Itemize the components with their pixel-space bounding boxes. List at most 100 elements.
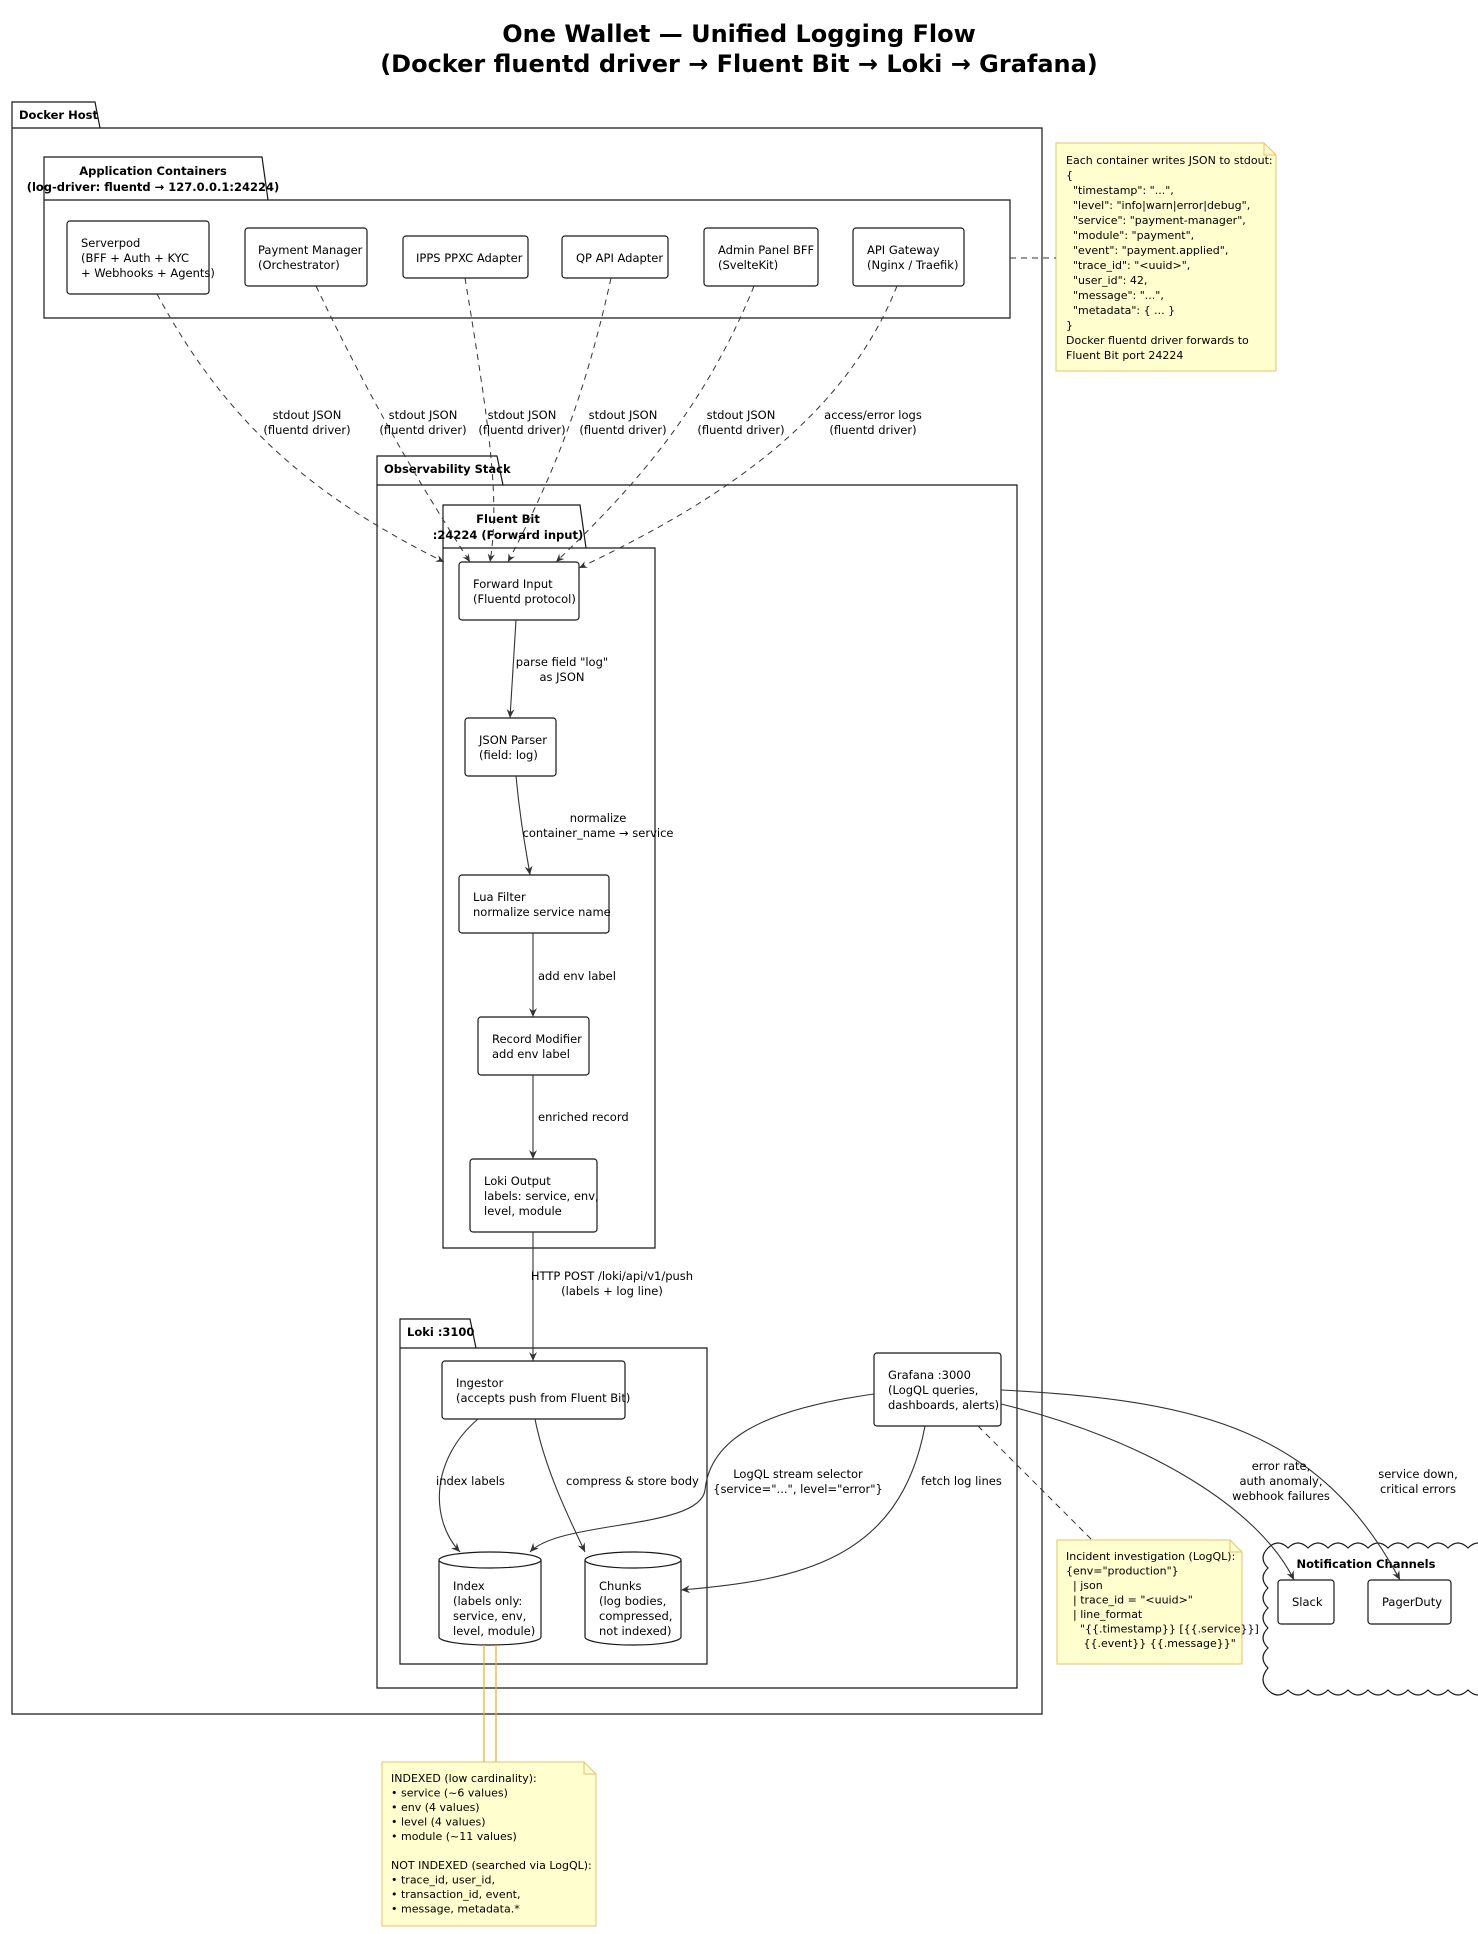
edge-label-ipps-2: (fluentd driver): [478, 423, 565, 437]
edge-label-qp-2: (fluentd driver): [579, 423, 666, 437]
edge-grafana-to-chunks: [680, 1425, 926, 1594]
note-json-line: "metadata": { ... }: [1066, 304, 1175, 317]
edge-ipps-to-forward: [464, 277, 495, 563]
note-incident-line: "{{.timestamp}} [{{.service}}]: [1066, 1623, 1259, 1636]
node-slack: Slack: [1277, 1579, 1335, 1625]
svg-text:level, module): level, module): [453, 1624, 535, 1638]
package-observability-label: Observability Stack: [384, 462, 511, 476]
edge-qp-to-forward: [507, 277, 612, 563]
edge-label-http-1: HTTP POST /loki/api/v1/push: [531, 1269, 693, 1283]
node-json-parser: JSON Parser (field: log): [464, 717, 557, 777]
note-indexed-line: INDEXED (low cardinality):: [391, 1772, 537, 1785]
edge-label-http-2: (labels + log line): [561, 1284, 663, 1298]
edge-label-error-rate-2: auth anomaly,: [1239, 1474, 1322, 1488]
note-json-line: "service": "payment-manager",: [1066, 214, 1246, 227]
node-admin-bff: Admin Panel BFF (SvelteKit): [703, 227, 819, 287]
svg-text:PagerDuty: PagerDuty: [1382, 1595, 1442, 1609]
svg-text:not indexed): not indexed): [599, 1624, 671, 1638]
node-ingestor: Ingestor (accepts push from Fluent Bit): [441, 1360, 630, 1420]
package-loki-label: Loki :3100: [407, 1325, 474, 1339]
diagram-title-line1: One Wallet — Unified Logging Flow: [502, 20, 976, 48]
node-forward-input: Forward Input (Fluentd protocol): [458, 561, 580, 621]
note-json-line: {: [1066, 169, 1073, 182]
note-incident-connector: [977, 1425, 1093, 1541]
note-indexed-line: • trace_id, user_id,: [391, 1874, 495, 1887]
svg-text:Lua Filter: Lua Filter: [473, 890, 526, 904]
svg-text:labels: service, env,: labels: service, env,: [484, 1189, 599, 1203]
node-chunks-db: Chunks (log bodies, compressed, not inde…: [584, 1551, 682, 1646]
note-incident-line: | json: [1066, 1579, 1103, 1592]
edge-label-logql-1: LogQL stream selector: [733, 1467, 863, 1481]
edge-label-normalize-2: container_name → service: [523, 826, 674, 840]
package-app-containers-sublabel: (log-driver: fluentd → 127.0.0.1:24224): [27, 180, 280, 194]
diagram-title-line2: (Docker fluentd driver → Fluent Bit → Lo…: [380, 50, 1098, 78]
svg-text:Loki Output: Loki Output: [484, 1174, 551, 1188]
node-ipps-adapter: IPPS PPXC Adapter: [402, 235, 529, 279]
svg-text:QP API Adapter: QP API Adapter: [576, 251, 663, 265]
edge-forward-to-parser: [506, 619, 517, 719]
node-serverpod: Serverpod (BFF + Auth + KYC + Webhooks +…: [66, 220, 215, 295]
node-api-gateway: API Gateway (Nginx / Traefik): [852, 227, 965, 287]
note-json-line: Fluent Bit port 24224: [1066, 349, 1183, 362]
node-index-db: Index (labels only: service, env, level,…: [438, 1551, 542, 1646]
note-incident-investigation: Incident investigation (LogQL):{env="pro…: [1056, 1539, 1259, 1665]
note-indexed-line: • module (~11 values): [391, 1830, 517, 1843]
svg-text:level, module: level, module: [484, 1204, 562, 1218]
note-json-line: "level": "info|warn|error|debug",: [1066, 199, 1250, 212]
edge-label-admin-1: stdout JSON: [707, 408, 776, 422]
note-json-line: "event": "payment.applied",: [1066, 244, 1228, 257]
edge-label-enriched: enriched record: [538, 1110, 629, 1124]
svg-text:Slack: Slack: [1292, 1595, 1323, 1609]
svg-text:JSON Parser: JSON Parser: [478, 733, 547, 747]
note-json-line: "message": "...",: [1066, 289, 1164, 302]
package-notification-label: Notification Channels: [1297, 1557, 1436, 1571]
edge-ingestor-to-chunks: [534, 1418, 586, 1553]
node-grafana: Grafana :3000 (LogQL queries, dashboards…: [873, 1352, 1002, 1427]
node-pagerduty: PagerDuty: [1367, 1579, 1452, 1625]
svg-text:dashboards, alerts): dashboards, alerts): [888, 1398, 999, 1412]
note-json-line: "trace_id": "<uuid>",: [1066, 259, 1190, 272]
svg-text:Payment Manager: Payment Manager: [258, 243, 363, 257]
note-indexed-line: • service (~6 values): [391, 1787, 508, 1800]
note-json-format: Each container writes JSON to stdout:{ "…: [1055, 142, 1277, 372]
edge-labels: stdout JSON (fluentd driver) stdout JSON…: [263, 408, 1457, 1503]
svg-text:Grafana :3000: Grafana :3000: [888, 1368, 971, 1382]
edge-label-index-labels: index labels: [436, 1474, 505, 1488]
edge-payment-to-forward: [315, 285, 471, 563]
node-payment-manager: Payment Manager (Orchestrator): [244, 227, 368, 287]
edge-gateway-to-forward: [578, 285, 898, 569]
note-indexed-fields: INDEXED (low cardinality): • service (~6 …: [381, 1645, 597, 1927]
note-indexed-line: • env (4 values): [391, 1801, 480, 1814]
note-json-line: "timestamp": "...",: [1066, 184, 1174, 197]
edge-label-add-env: add env label: [538, 969, 616, 983]
svg-text:(LogQL queries,: (LogQL queries,: [888, 1383, 978, 1397]
note-json-line: Docker fluentd driver forwards to: [1066, 334, 1249, 347]
edge-label-logql-2: {service="...", level="error"}: [713, 1482, 883, 1496]
edge-serverpod-to-forward: [156, 293, 445, 563]
svg-text:API Gateway: API Gateway: [867, 243, 940, 257]
svg-text:(Orchestrator): (Orchestrator): [258, 258, 340, 272]
edge-label-qp-1: stdout JSON: [589, 408, 658, 422]
note-incident-line: {env="production"}: [1066, 1565, 1179, 1578]
edge-grafana-to-slack: [1000, 1403, 1295, 1581]
edge-label-error-rate-3: webhook failures: [1232, 1489, 1330, 1503]
edge-label-parse-2: as JSON: [539, 670, 584, 684]
edge-admin-to-forward: [555, 285, 755, 563]
svg-text:compressed,: compressed,: [599, 1609, 672, 1623]
node-lua-filter: Lua Filter normalize service name: [458, 874, 611, 934]
edge-label-compress: compress & store body: [566, 1474, 699, 1488]
note-incident-line: {{.event}} {{.message}}": [1066, 1637, 1236, 1650]
svg-text:+ Webhooks + Agents): + Webhooks + Agents): [81, 266, 215, 280]
note-json-line: "user_id": 42,: [1066, 274, 1147, 287]
edge-parser-to-lua: [515, 775, 533, 876]
note-indexed-line: • message, metadata.*: [391, 1903, 520, 1916]
edge-label-service-down-1: service down,: [1378, 1467, 1458, 1481]
note-indexed-line: NOT INDEXED (searched via LogQL):: [391, 1859, 592, 1872]
svg-text:(Nginx / Traefik): (Nginx / Traefik): [867, 258, 958, 272]
edge-label-error-rate-1: error rate,: [1252, 1459, 1311, 1473]
svg-text:Serverpod: Serverpod: [81, 236, 140, 250]
svg-text:Record Modifier: Record Modifier: [492, 1032, 582, 1046]
note-incident-line: | line_format: [1066, 1608, 1143, 1621]
svg-text:(accepts push from Fluent Bit): (accepts push from Fluent Bit): [456, 1391, 630, 1405]
node-record-modifier: Record Modifier add env label: [477, 1016, 590, 1076]
